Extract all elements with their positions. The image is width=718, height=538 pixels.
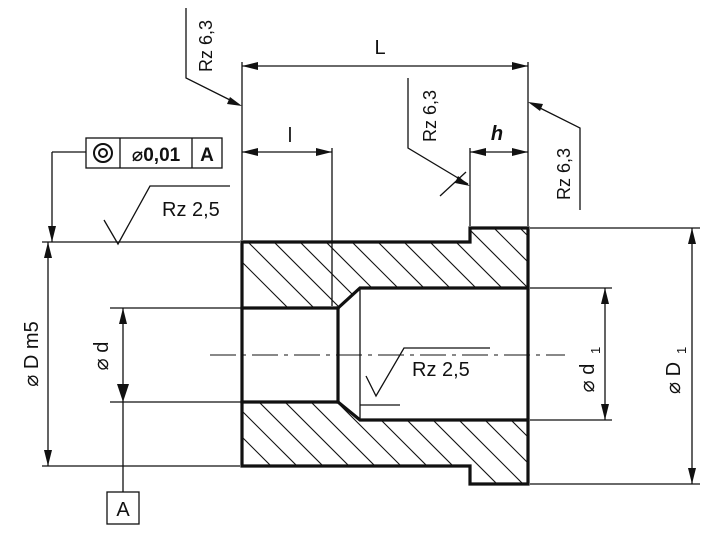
hatch-line (459, 228, 528, 308)
tolerance-datum-ref: A (200, 145, 214, 166)
dimension-bore-diameter: ⌀ d (91, 308, 129, 492)
hatch-line (242, 402, 301, 484)
hatch-line (407, 228, 509, 308)
hatch-line (538, 395, 638, 495)
hatch-line (251, 402, 353, 484)
dimension-outer-diameter: ⌀ D m5 (21, 242, 52, 466)
hatch-line (355, 228, 457, 308)
label-rz-right-face: Rz 6,3 (554, 148, 574, 200)
hatch-line (564, 220, 664, 320)
hatch-line (355, 402, 457, 484)
extension-lines (42, 62, 700, 485)
dimension-collar-width: h (470, 123, 528, 156)
hatch-line (642, 395, 718, 495)
hatch-line (642, 220, 718, 320)
concentricity-icon (93, 143, 113, 163)
surface-finish-outer: Rz 2,5 (103, 185, 230, 246)
hatch-line (303, 228, 405, 308)
label-outer-diameter: ⌀ D m5 (21, 321, 43, 386)
label-counterbore-sub: 1 (588, 347, 603, 354)
surface-finish-left-face: Rz 6,3 (185, 8, 242, 106)
hatch-line (485, 228, 528, 308)
label-counterbore-diameter: ⌀ d (577, 364, 599, 393)
surface-finish-shoulder: Rz 6,3 (407, 78, 470, 197)
surface-finish-right-face: Rz 6,3 (528, 102, 581, 210)
label-l: l (288, 125, 292, 147)
tolerance-value: ⌀0,01 (132, 145, 181, 166)
hatch-line (485, 402, 528, 484)
hatch-line (459, 402, 528, 484)
hatch-line (277, 228, 379, 308)
label-rz-outer: Rz 2,5 (162, 199, 220, 221)
datum-label: A (116, 499, 130, 521)
hatch-line (329, 402, 431, 484)
label-rz-shoulder: Rz 6,3 (420, 90, 440, 142)
hatch-line (694, 395, 718, 495)
hatch-line (616, 220, 716, 320)
hatch-line (538, 220, 638, 320)
hatch-line (564, 395, 664, 495)
hatch-line (381, 228, 483, 308)
hatch-line (433, 402, 528, 484)
label-h: h (491, 123, 503, 145)
label-collar-diameter: ⌀ D (663, 362, 685, 394)
hatch-line (242, 228, 301, 308)
hatch-line (303, 402, 405, 484)
dimension-counterbore-diameter: ⌀ d 1 (577, 288, 609, 420)
label-L: L (374, 37, 385, 59)
hatch-line (329, 228, 431, 308)
surface-finish-bore: Rz 2,5 (365, 347, 490, 398)
label-bore-diameter: ⌀ d (91, 342, 113, 371)
tolerance-frame: ⌀0,01 A (48, 137, 223, 242)
hatch-line (694, 220, 718, 320)
datum-box: A (106, 491, 140, 525)
hatch-line (381, 402, 483, 484)
hatch-line (407, 402, 509, 484)
hatch-line (433, 228, 528, 308)
label-collar-sub: 1 (674, 347, 689, 354)
label-rz-left-face: Rz 6,3 (196, 20, 216, 72)
label-rz-bore: Rz 2,5 (412, 359, 470, 381)
hatch-line (616, 395, 716, 495)
dimension-collar-diameter: ⌀ D 1 (663, 228, 696, 484)
hatch-line (277, 402, 379, 484)
section-hatching (242, 220, 718, 495)
hatch-line (251, 228, 353, 308)
dimension-overall-length: L (242, 37, 528, 70)
dimension-small-bore-length: l (242, 125, 332, 156)
